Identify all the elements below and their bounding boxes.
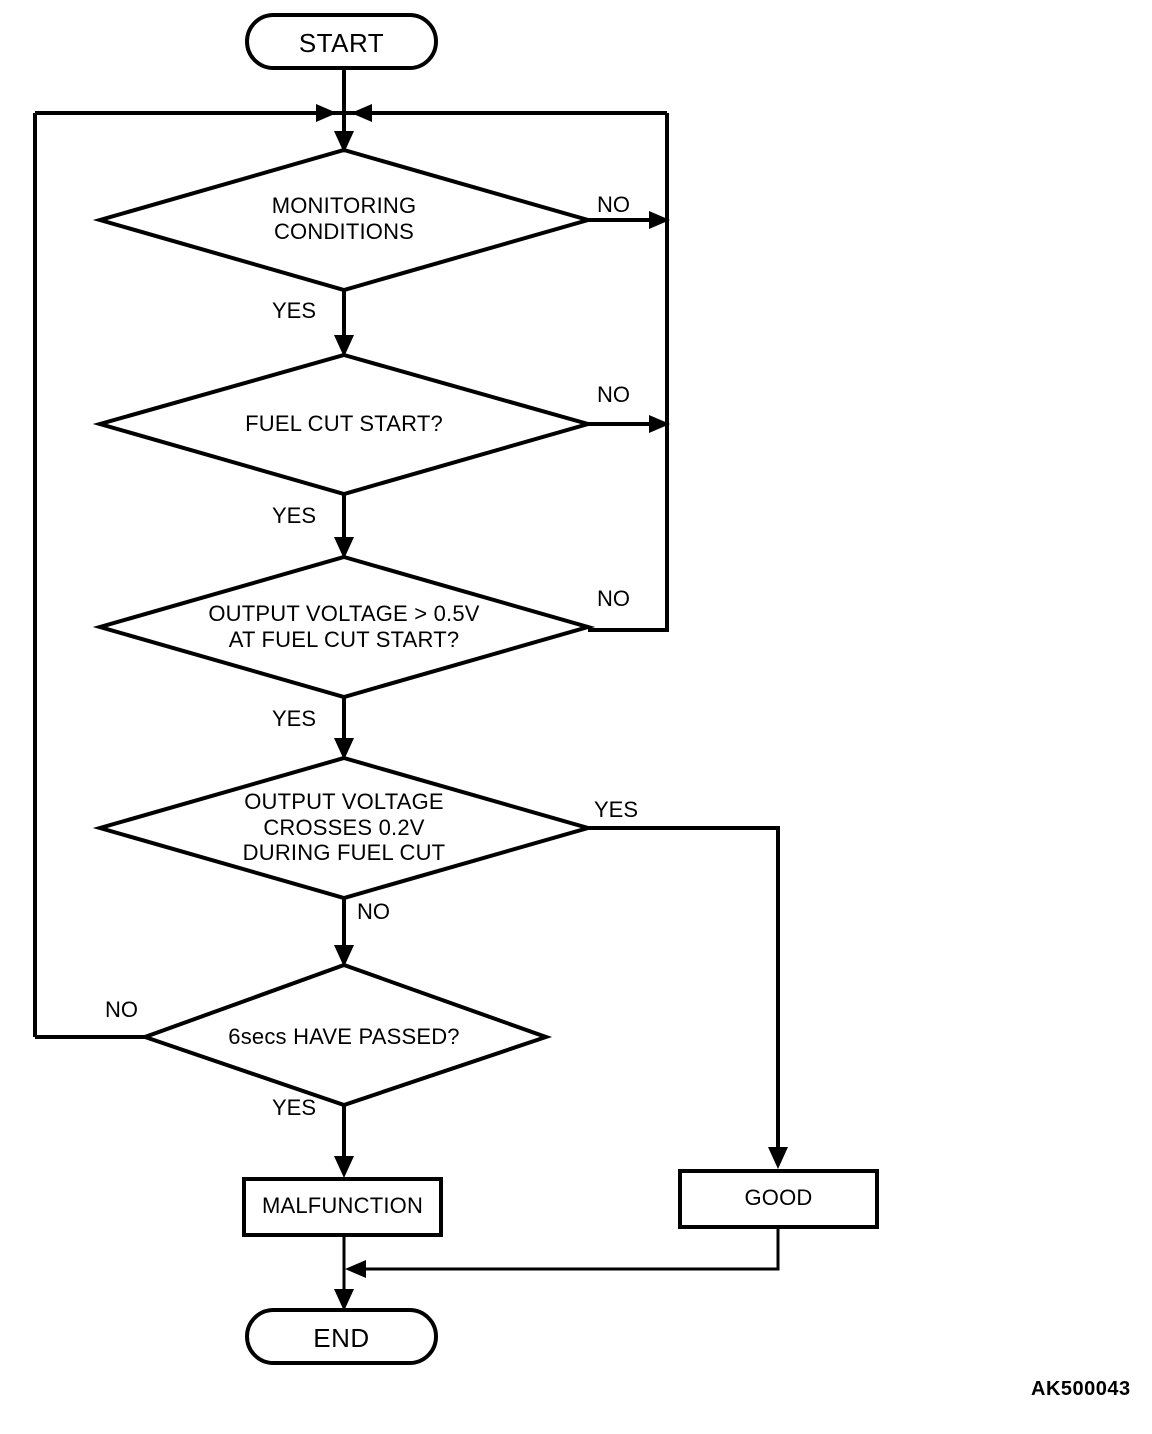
edge-label-output05-yes: YES — [272, 706, 317, 731]
arrow-into-end — [334, 1289, 354, 1311]
arrow-crosses02-yes — [768, 1147, 788, 1169]
good-box-shape — [678, 1169, 879, 1229]
arrow-good-merge — [345, 1260, 366, 1278]
edge-label-crosses02-yes: YES — [594, 797, 639, 822]
loop-right-arrowhead — [351, 104, 372, 122]
arrow-monitoring-no — [649, 211, 670, 229]
edge-label-crosses02-no: NO — [357, 899, 390, 924]
edge-label-fuelcut-yes: YES — [272, 503, 317, 528]
edge-label-6secs-yes: YES — [272, 1095, 317, 1120]
arrow-into-monitoring — [334, 131, 354, 153]
fuel-cut-decision-shape — [92, 352, 596, 497]
edge-crosses02-yes — [588, 826, 780, 1163]
arrow-fuelcut-yes — [334, 537, 354, 559]
start-terminal-shape — [245, 13, 438, 70]
monitoring-decision-shape — [92, 147, 596, 293]
six-secs-decision-shape — [138, 962, 553, 1108]
arrow-fuelcut-no — [649, 415, 670, 433]
crosses-02-decision-shape — [92, 755, 596, 901]
edge-label-monitoring-no: NO — [597, 192, 630, 217]
arrow-monitoring-yes — [334, 335, 354, 357]
arrow-crosses02-no — [334, 945, 354, 967]
arrow-output05-yes — [334, 738, 354, 760]
malfunction-box-shape — [242, 1177, 443, 1237]
end-terminal-shape — [245, 1308, 438, 1365]
edge-label-output05-no: NO — [597, 586, 630, 611]
loop-left-arrowhead — [316, 104, 337, 122]
edge-label-fuelcut-no: NO — [597, 382, 630, 407]
edge-label-6secs-no: NO — [105, 997, 138, 1022]
figure-caption: AK500043 — [1031, 1378, 1131, 1400]
output-voltage-05-decision-shape — [92, 554, 596, 700]
edge-good-to-merge — [352, 1227, 780, 1271]
edge-label-monitoring-yes: YES — [272, 298, 317, 323]
arrow-6secs-yes — [334, 1156, 354, 1178]
